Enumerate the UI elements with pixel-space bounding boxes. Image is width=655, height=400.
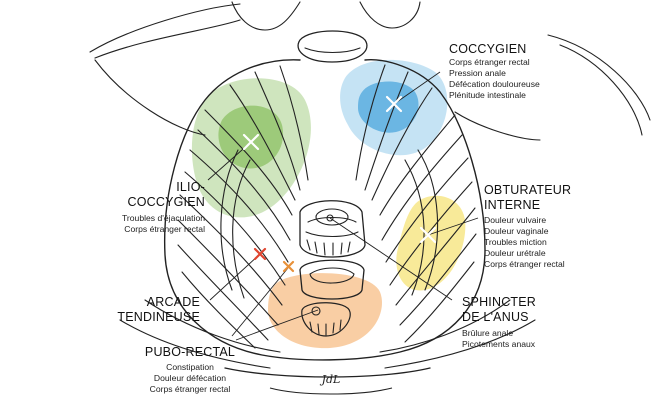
sphincter-title: SPHINCTER bbox=[462, 295, 537, 309]
anus-outline bbox=[301, 302, 351, 337]
right-iliac-outline bbox=[547, 34, 651, 121]
ilio-coccygien-item: Corps étranger rectal bbox=[124, 224, 205, 234]
obturateur-item: Douleur urétrale bbox=[484, 248, 546, 258]
leader-pubo-1 bbox=[231, 267, 289, 337]
zone-coccygien-core bbox=[358, 81, 419, 133]
pubic-arch bbox=[224, 367, 431, 378]
coccyx-detail bbox=[304, 47, 361, 54]
signature-underline bbox=[269, 387, 393, 395]
sphincter-item: Brûlure anale bbox=[462, 328, 514, 338]
coccygien-item: Pression anale bbox=[449, 68, 506, 78]
coccygien-title: COCCYGIEN bbox=[449, 42, 527, 56]
coccygien-item: Plénitude intestinale bbox=[449, 90, 526, 100]
sphincter-title: DE L'ANUS bbox=[462, 310, 529, 324]
leader-coccygien bbox=[393, 71, 441, 105]
zone-pubo-rectal bbox=[268, 273, 382, 349]
label-ilio-coccygien: ILIO- COCCYGIEN Troubles d'éjaculation C… bbox=[60, 180, 205, 235]
obturateur-title: INTERNE bbox=[484, 198, 541, 212]
cross-marker-coccygien bbox=[385, 95, 403, 113]
sacrum-top bbox=[231, 1, 301, 31]
coccyx-body bbox=[297, 30, 368, 63]
ilio-coccygien-title: COCCYGIEN bbox=[127, 195, 205, 209]
obturateur-item: Troubles miction bbox=[484, 237, 547, 247]
obturateur-item: Corps étranger rectal bbox=[484, 259, 565, 269]
sacrum-top-right bbox=[359, 1, 421, 29]
leader-obturateur bbox=[427, 217, 479, 236]
cross-marker-pubo bbox=[282, 260, 295, 273]
label-coccygien: COCCYGIEN Corps étranger rectal Pression… bbox=[449, 42, 540, 101]
ilio-coccygien-title: ILIO- bbox=[176, 180, 205, 194]
ilio-coccygien-item: Troubles d'éjaculation bbox=[121, 213, 205, 223]
right-iliac-outline-2 bbox=[559, 44, 643, 136]
arcade-title: ARCADE bbox=[146, 295, 200, 309]
label-sphincter-anus: SPHINCTER DE L'ANUS Brûlure anale Picote… bbox=[462, 295, 536, 350]
cross-marker-ilio bbox=[242, 133, 260, 151]
central-organ-outer bbox=[299, 200, 366, 258]
sphincter-item: Picotements anaux bbox=[462, 339, 536, 349]
leader-sphincter bbox=[329, 217, 453, 301]
cross-marker-obturateur bbox=[419, 226, 437, 244]
label-pubo-rectal: PUBO-RECTAL Constipation Douleur défécat… bbox=[130, 345, 250, 395]
cross-marker-arcade bbox=[253, 247, 267, 261]
left-side-outline bbox=[94, 59, 206, 136]
pubo-rectal-item: Corps étranger rectal bbox=[149, 384, 231, 394]
zone-obturateur bbox=[396, 195, 466, 291]
trigger-zones bbox=[191, 59, 466, 349]
obturateur-item: Douleur vulvaire bbox=[484, 215, 547, 225]
leader-pubo-2 bbox=[235, 309, 319, 341]
leader-arcade bbox=[209, 253, 261, 301]
anal-canal-outer bbox=[299, 259, 365, 300]
markers bbox=[242, 95, 437, 273]
obturateur-item: Douleur vaginale bbox=[484, 226, 549, 236]
coccygien-item: Défécation douloureuse bbox=[449, 79, 540, 89]
coccygien-item: Corps étranger rectal bbox=[449, 57, 530, 67]
left-iliac-outline bbox=[89, 3, 241, 53]
left-iliac-outline-2 bbox=[94, 19, 241, 59]
pubo-rectal-item: Constipation bbox=[166, 362, 214, 372]
arcade-title: TENDINEUSE bbox=[117, 310, 200, 324]
pubo-rectal-item: Douleur défécation bbox=[153, 373, 227, 383]
pubo-rectal-title: PUBO-RECTAL bbox=[144, 345, 236, 359]
right-side-outline bbox=[454, 111, 541, 141]
leader-lines bbox=[207, 71, 479, 341]
pelvic-floor-outline bbox=[163, 59, 486, 361]
anatomy-outlines bbox=[89, 1, 651, 378]
obturateur-title: OBTURATEUR bbox=[484, 183, 572, 197]
label-obturateur-interne: OBTURATEUR INTERNE Douleur vulvaire Doul… bbox=[484, 183, 571, 270]
label-arcade-tendineuse: ARCADE TENDINEUSE bbox=[60, 295, 200, 325]
signature: JdL bbox=[320, 373, 341, 386]
zone-ilio-coccygien-core bbox=[218, 105, 284, 169]
